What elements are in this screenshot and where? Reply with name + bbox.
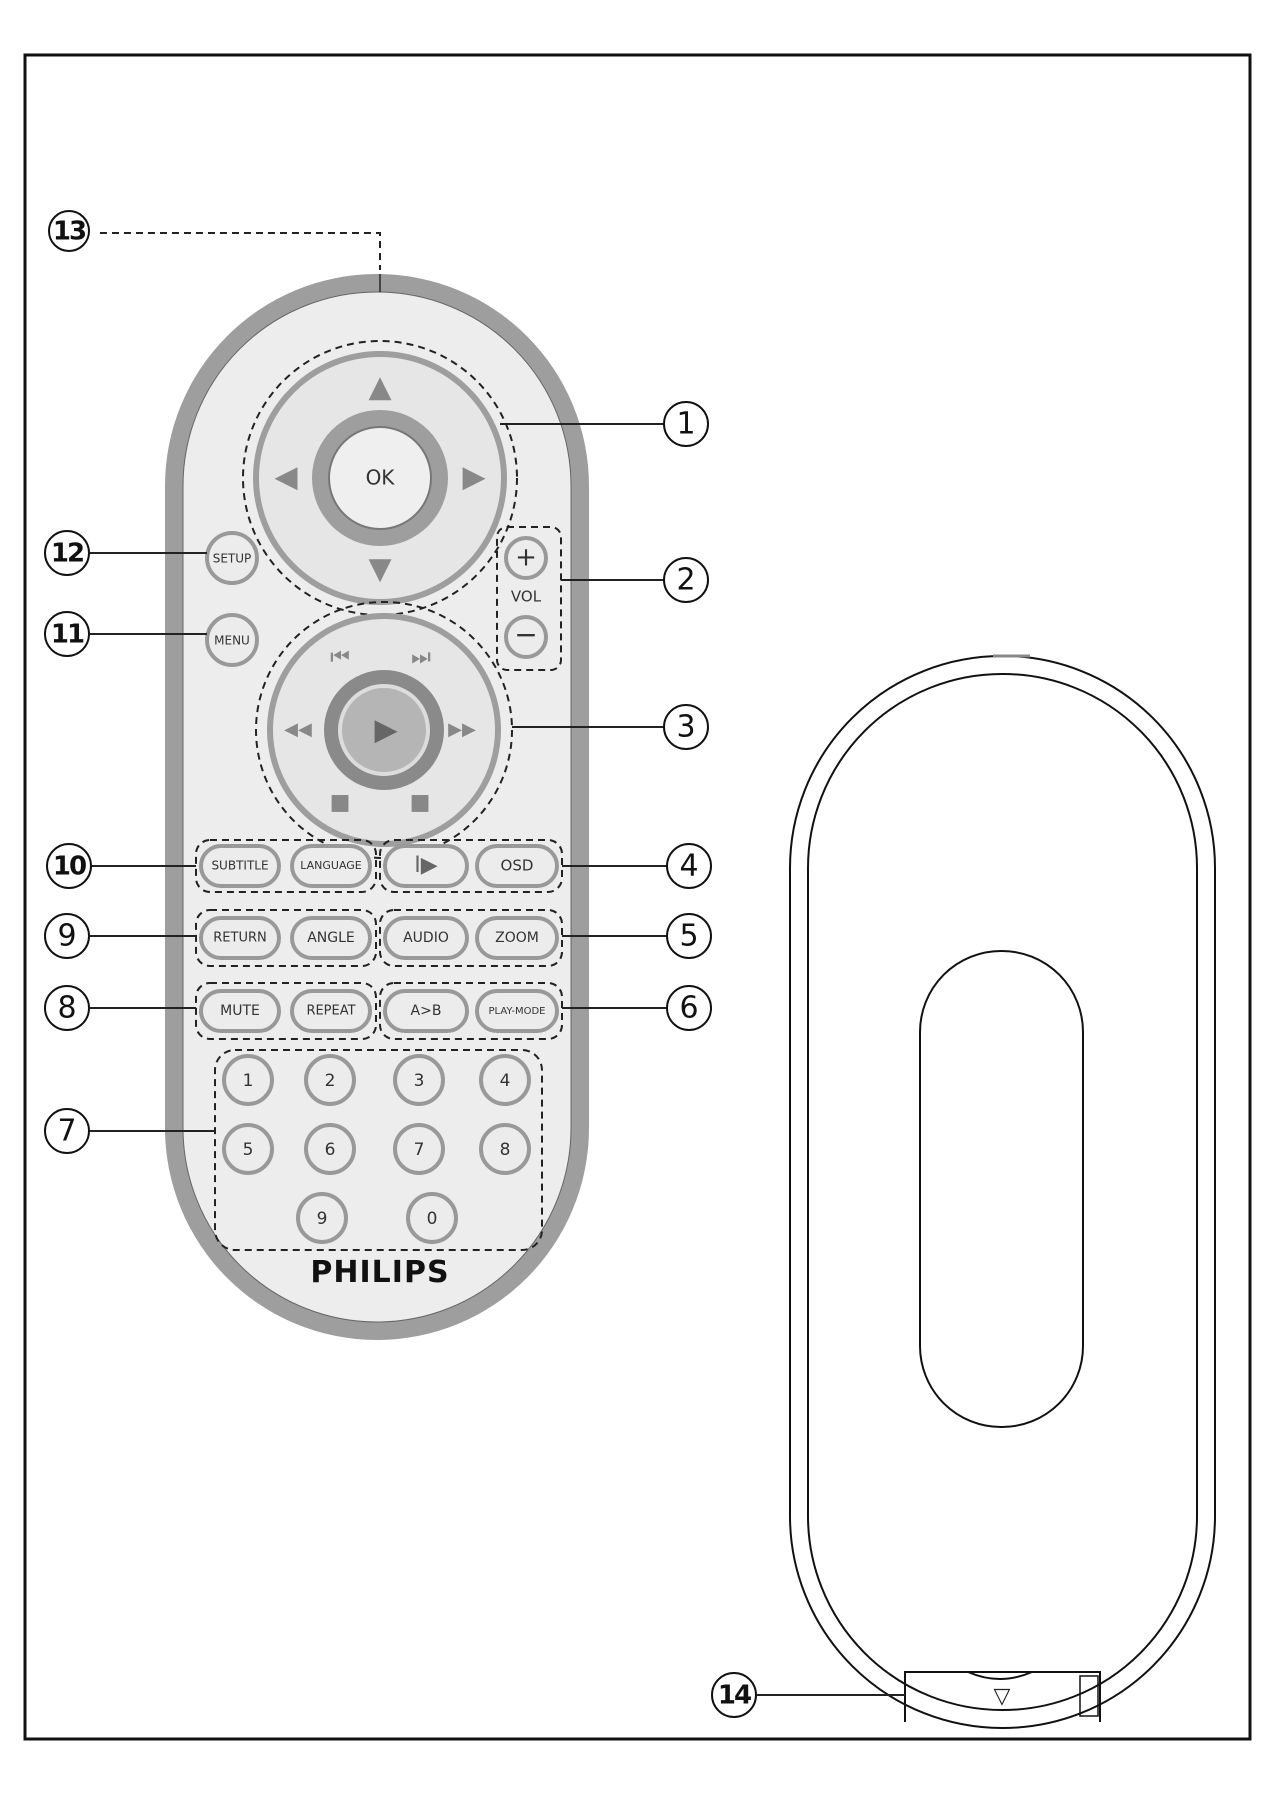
digit-label-6: 6 bbox=[325, 1140, 336, 1160]
brand-logo: PHILIPS bbox=[310, 1255, 449, 1290]
audio-button-label: AUDIO bbox=[403, 930, 449, 946]
digit-label-9: 9 bbox=[317, 1209, 328, 1229]
svg-text:8: 8 bbox=[57, 991, 76, 1026]
back-shell-inner bbox=[808, 674, 1197, 1710]
digit-label-4: 4 bbox=[500, 1071, 511, 1091]
menu-button-group: MENU bbox=[207, 615, 257, 665]
stop-icon-right[interactable]: ■ bbox=[410, 790, 431, 815]
right-arrow-icon[interactable]: ▶ bbox=[462, 460, 485, 495]
mute-button-label: MUTE bbox=[220, 1003, 260, 1019]
svg-text:9: 9 bbox=[57, 919, 76, 954]
svg-text:12: 12 bbox=[51, 539, 83, 569]
repeat-button-label: REPEAT bbox=[306, 1004, 355, 1019]
return-button-label: RETURN bbox=[213, 931, 266, 946]
slow-play-icon: I▶ bbox=[414, 853, 437, 878]
digit-label-8: 8 bbox=[500, 1140, 511, 1160]
left-arrow-icon[interactable]: ◀ bbox=[274, 460, 297, 495]
minus-icon: − bbox=[514, 618, 537, 651]
digit-label-7: 7 bbox=[414, 1140, 425, 1160]
vol-label: VOL bbox=[511, 588, 542, 606]
svg-text:13: 13 bbox=[53, 217, 86, 247]
svg-text:5: 5 bbox=[679, 919, 698, 954]
osd-button-label: OSD bbox=[501, 857, 534, 875]
svg-text:10: 10 bbox=[53, 852, 86, 882]
battery-compartment bbox=[920, 951, 1083, 1427]
svg-text:2: 2 bbox=[676, 563, 695, 598]
svg-text:6: 6 bbox=[679, 991, 698, 1026]
play-mode-button-label: PLAY-MODE bbox=[489, 1006, 546, 1017]
digit-label-5: 5 bbox=[243, 1140, 254, 1160]
digit-label-2: 2 bbox=[325, 1071, 336, 1091]
svg-text:3: 3 bbox=[676, 710, 695, 745]
previous-icon[interactable]: ⏮ bbox=[330, 645, 350, 670]
rewind-icon[interactable]: ◀◀ bbox=[284, 719, 312, 740]
svg-text:11: 11 bbox=[51, 620, 84, 650]
svg-text:4: 4 bbox=[679, 849, 698, 884]
svg-text:7: 7 bbox=[57, 1114, 76, 1149]
angle-button-label: ANGLE bbox=[307, 930, 355, 946]
subtitle-button-label: SUBTITLE bbox=[211, 859, 268, 873]
latch-arrow-icon: ▽ bbox=[994, 1684, 1011, 1709]
digit-label-0: 0 bbox=[427, 1209, 438, 1229]
stop-icon-left[interactable]: ■ bbox=[330, 790, 351, 815]
next-icon[interactable]: ⏭ bbox=[411, 645, 431, 670]
fast-forward-icon[interactable]: ▶▶ bbox=[448, 719, 476, 740]
up-arrow-icon[interactable]: ▲ bbox=[368, 370, 391, 405]
setup-button-label: SETUP bbox=[213, 552, 252, 566]
digit-label-1: 1 bbox=[243, 1071, 254, 1091]
digit-label-3: 3 bbox=[414, 1071, 425, 1091]
svg-text:14: 14 bbox=[718, 1681, 751, 1711]
svg-text:1: 1 bbox=[676, 407, 695, 442]
down-arrow-icon[interactable]: ▼ bbox=[368, 552, 391, 587]
plus-icon: + bbox=[515, 543, 537, 573]
zoom-button-label: ZOOM bbox=[495, 930, 539, 946]
language-button-label: LANGUAGE bbox=[300, 859, 362, 872]
play-icon: ▶ bbox=[374, 713, 397, 748]
back-shell-outer bbox=[790, 656, 1215, 1728]
ab-button-label: A>B bbox=[411, 1003, 442, 1019]
setup-button-group: SETUP bbox=[207, 533, 257, 583]
ok-button-label: OK bbox=[366, 466, 396, 490]
battery-cover-view: ▽ bbox=[790, 656, 1215, 1728]
menu-button-label: MENU bbox=[214, 634, 250, 648]
